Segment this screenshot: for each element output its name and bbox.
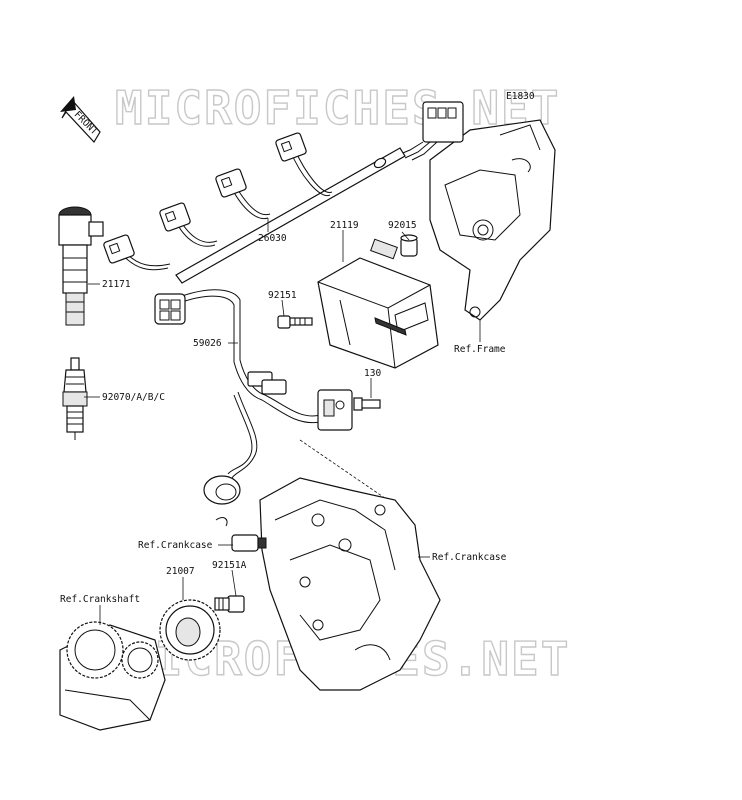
- diagram-code: E1830: [506, 91, 535, 102]
- leader-92151: [281, 299, 285, 317]
- label-21171: 21171: [102, 279, 131, 290]
- grommet-92015: [400, 234, 418, 257]
- label-ref-crankcase-left: Ref.Crankcase: [138, 540, 213, 551]
- coil-plug-connector-2: [215, 168, 247, 198]
- front-arrow-icon: FRONT: [60, 96, 101, 143]
- frame-reference-part: [429, 119, 556, 321]
- spark-plug-92070: [62, 357, 88, 440]
- label-ref-crankshaft: Ref.Crankshaft: [60, 594, 140, 605]
- crankcase-reference-part: [259, 477, 441, 691]
- leader-92015: [401, 231, 410, 241]
- bolt-92151: [277, 315, 313, 329]
- bolt-92151a: [214, 595, 245, 613]
- label-ref-crankcase-right: Ref.Crankcase: [432, 552, 507, 563]
- label-26030: 26030: [258, 233, 287, 244]
- igniter-unit-21119: [317, 238, 439, 369]
- label-ref-frame: Ref.Frame: [454, 344, 506, 355]
- reference-line-sensor: [299, 439, 396, 506]
- coil-plug-connector-3: [159, 202, 191, 232]
- coil-plug-connector-4: [103, 234, 135, 264]
- pickup-coil-sensor-130: [317, 389, 381, 431]
- label-21119: 21119: [330, 220, 359, 231]
- ignition-coil-21171: [58, 206, 104, 326]
- label-92151: 92151: [268, 290, 297, 301]
- sub-harness-connector: [154, 293, 186, 325]
- label-21007: 21007: [166, 566, 195, 577]
- sub-harness-59026: [181, 289, 321, 479]
- switch-connector-boot: [203, 475, 241, 527]
- label-130: 130: [364, 368, 381, 379]
- timing-rotor-21007: [159, 599, 221, 661]
- label-92151a: 92151A: [212, 560, 247, 571]
- leader-92151a: [231, 569, 237, 597]
- coil-plug-connector-1: [275, 132, 307, 162]
- label-92015: 92015: [388, 220, 417, 231]
- crankshaft-reference-part: [59, 621, 166, 731]
- label-92070: 92070/A/B/C: [102, 392, 165, 403]
- watermark-top: MICROFICHES.NET: [115, 81, 560, 135]
- crankcase-sensor-switch: [231, 534, 267, 552]
- label-59026: 59026: [193, 338, 222, 349]
